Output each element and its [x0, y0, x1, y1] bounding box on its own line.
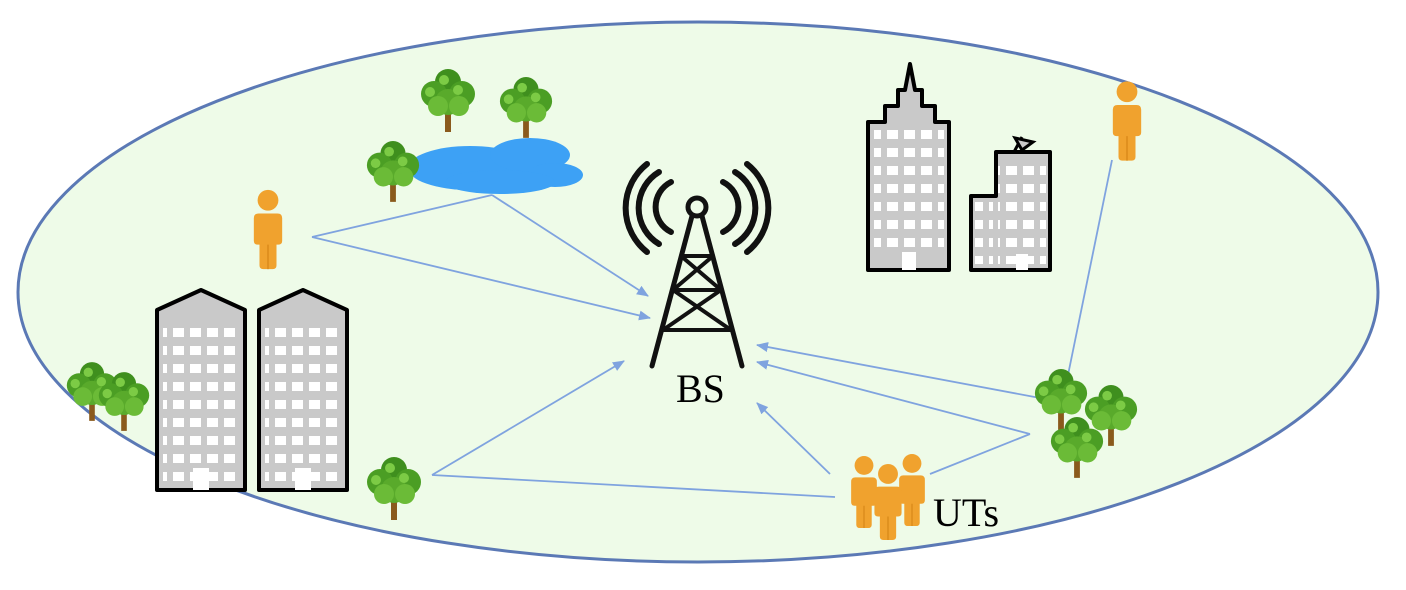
building-icon	[969, 135, 1052, 272]
building-icon	[257, 288, 349, 492]
base-station-label: BS	[676, 366, 725, 411]
tower-icon	[622, 161, 772, 369]
cloud-icon	[408, 138, 583, 194]
signal-links	[311, 159, 1113, 498]
user-terminals-label: UTs	[933, 490, 999, 535]
building-icon	[866, 62, 951, 272]
building-icon	[155, 288, 247, 492]
